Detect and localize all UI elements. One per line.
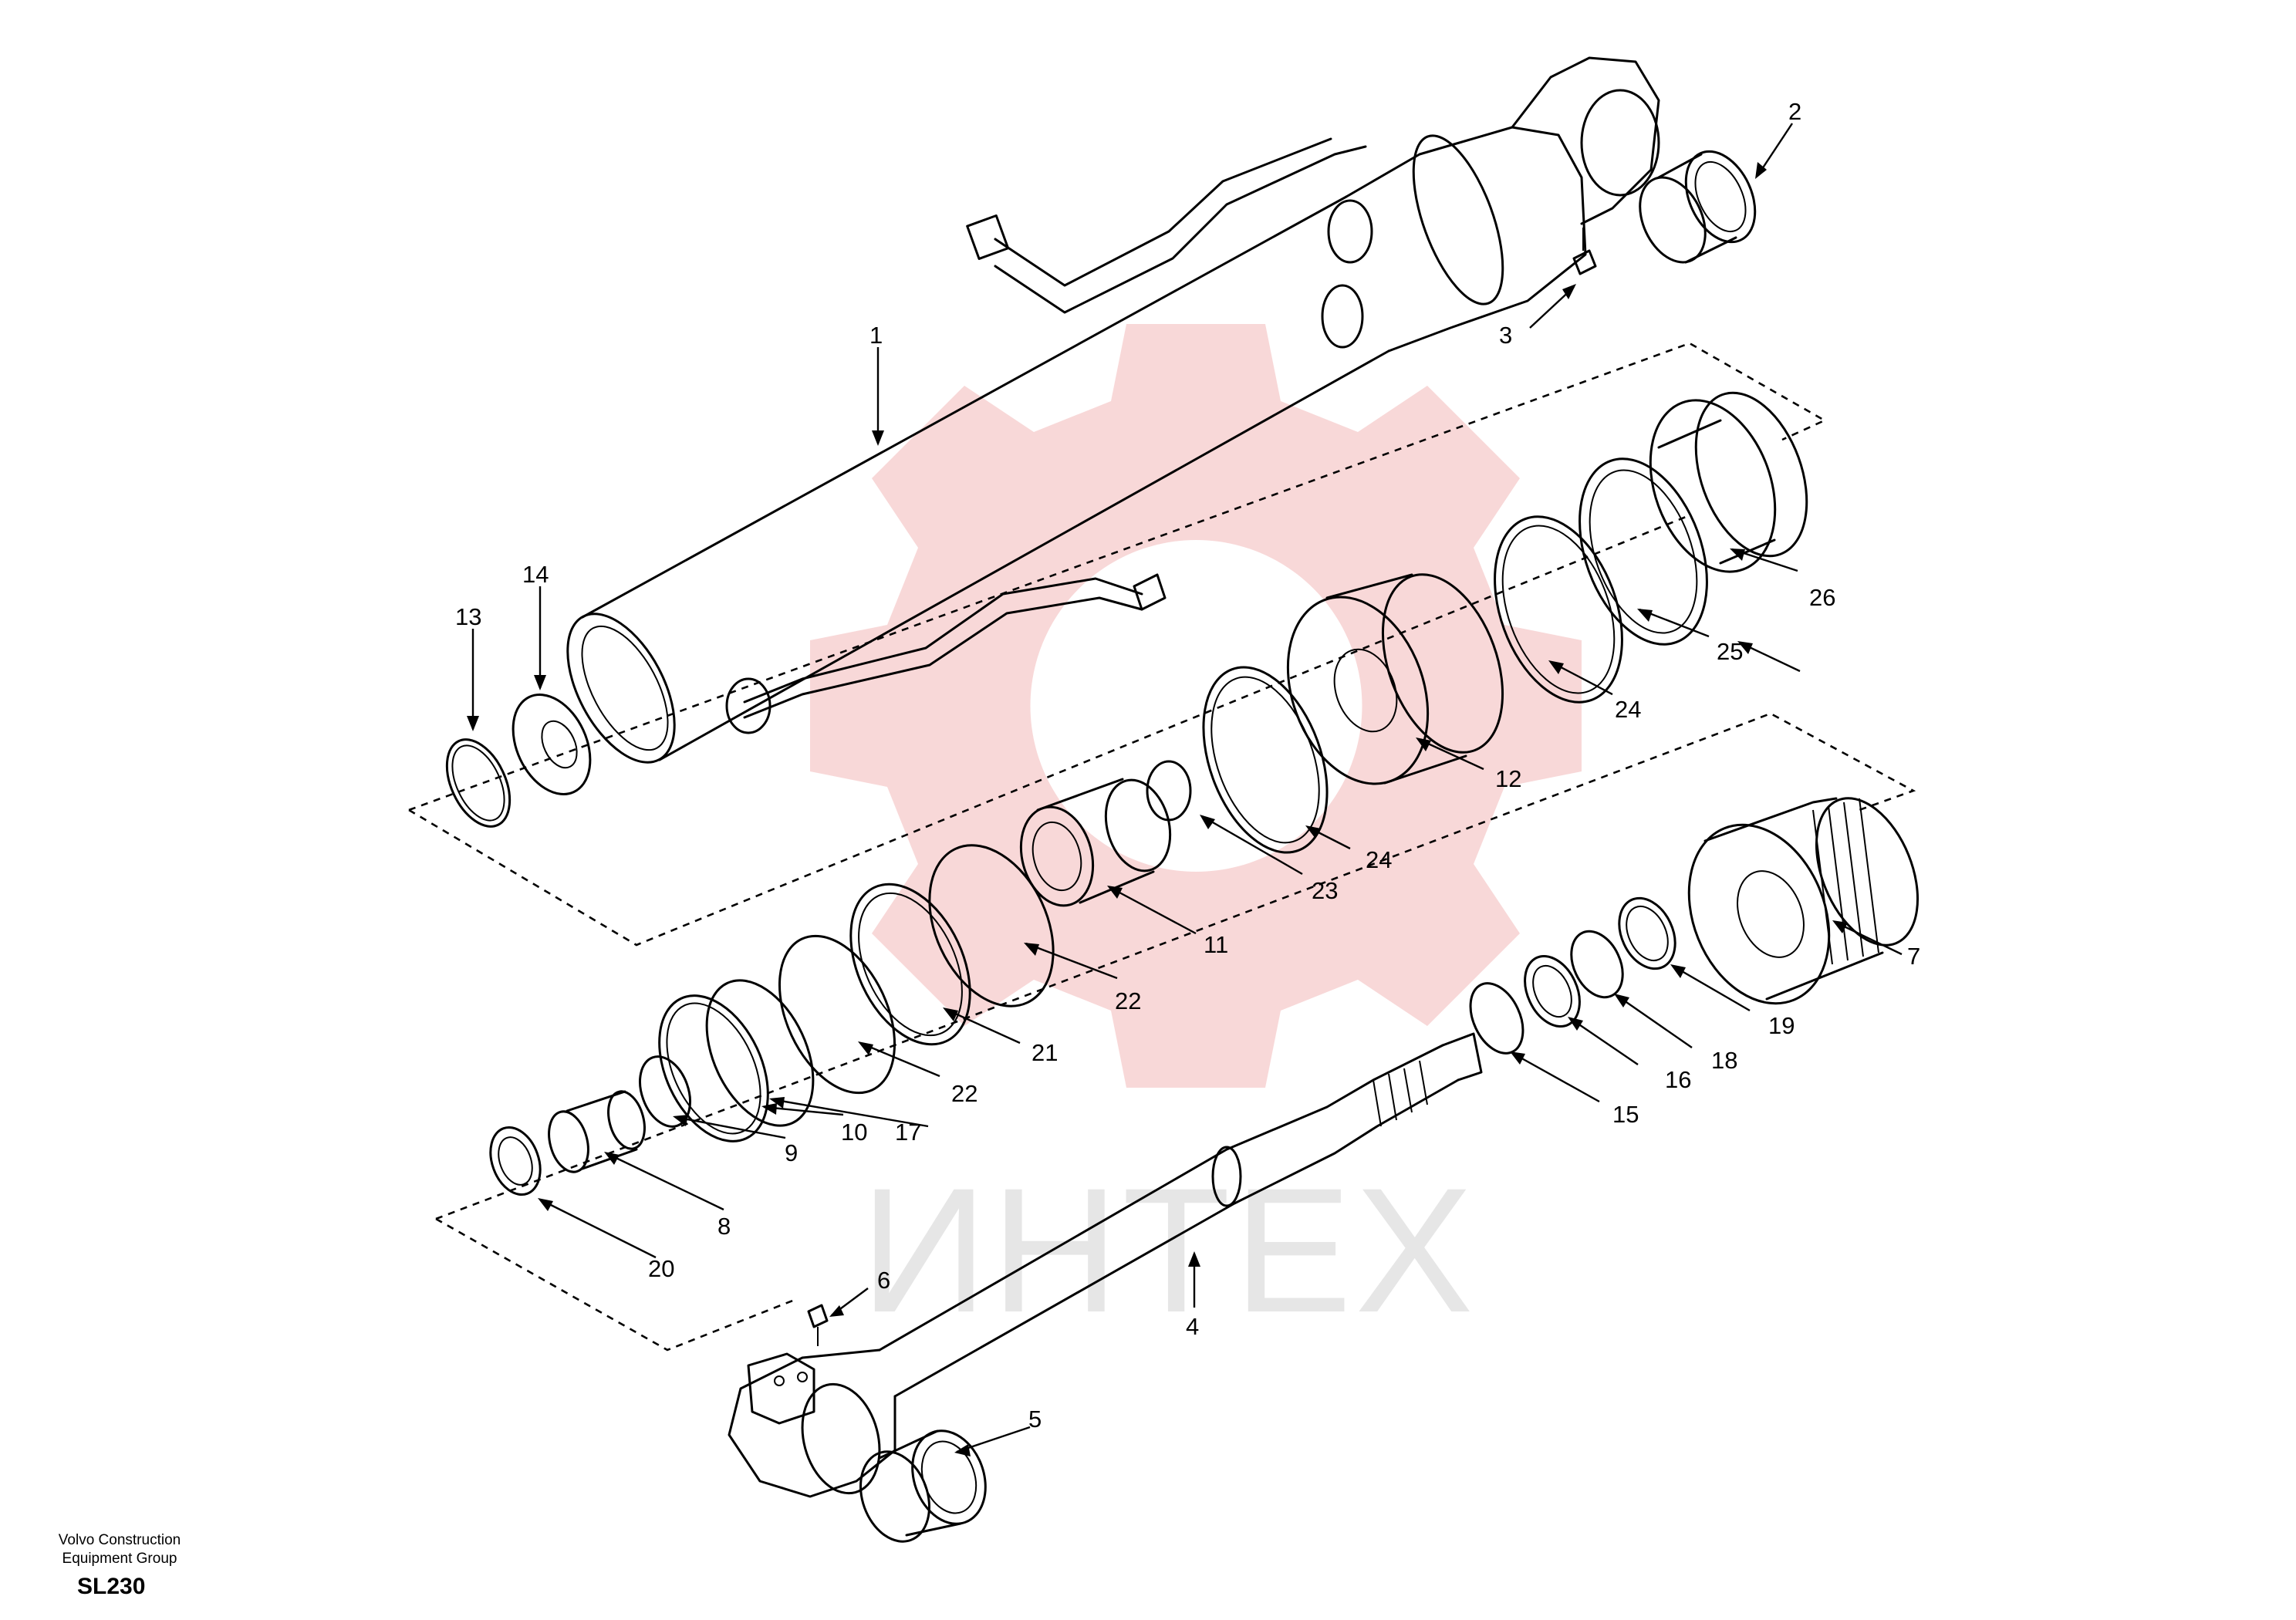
part-2-bushing xyxy=(1639,150,1757,264)
part-10-rod-seal xyxy=(658,994,769,1142)
part-13-snap-ring xyxy=(445,738,512,828)
callout-19: 19 xyxy=(1768,1012,1795,1039)
part-16-seal xyxy=(1524,954,1581,1028)
part-6-grease-nipple xyxy=(807,1304,829,1346)
part-3-grease-nipple xyxy=(1572,228,1597,275)
part-14-lock-nut xyxy=(512,694,592,795)
callout-13: 13 xyxy=(455,603,481,630)
part-9-snap-ring xyxy=(639,1055,691,1128)
part-4-piston-rod xyxy=(728,1032,1483,1498)
callout-1: 1 xyxy=(869,322,883,349)
callout-4: 4 xyxy=(1186,1313,1199,1340)
callout-11: 11 xyxy=(1204,931,1228,958)
dashed-group-outline-lower xyxy=(435,712,1916,1352)
part-26-bushing-ring xyxy=(1649,391,1808,573)
callout-14: 14 xyxy=(522,561,549,588)
callout-22-lower: 22 xyxy=(951,1080,977,1107)
callout-9: 9 xyxy=(785,1139,798,1166)
callout-7: 7 xyxy=(1907,943,1920,970)
callout-21: 21 xyxy=(1032,1039,1058,1066)
callout-24-upper: 24 xyxy=(1615,696,1641,723)
footer-company-line1: Volvo Construction xyxy=(58,1532,181,1548)
part-7-cylinder-head xyxy=(1687,797,1920,1005)
part-24-seal-ring-lower xyxy=(1202,666,1329,854)
part-24-seal-ring-upper xyxy=(1494,515,1623,704)
part-21-seal xyxy=(849,883,971,1046)
callout-23: 23 xyxy=(1312,877,1338,904)
part-19-buffer-ring xyxy=(1618,896,1676,970)
watermark-gear-logo xyxy=(810,324,1582,1088)
footer-model: SL230 xyxy=(77,1574,146,1599)
callout-10: 10 xyxy=(841,1119,867,1146)
part-5-bushing xyxy=(859,1429,987,1543)
part-20-dust-wiper xyxy=(489,1126,542,1196)
callout-22-upper: 22 xyxy=(1115,987,1141,1014)
callout-2: 2 xyxy=(1788,98,1801,125)
footer-company-line2: Equipment Group xyxy=(62,1551,177,1567)
dashed-group-outline-upper xyxy=(408,342,1827,947)
part-22-seal-ring-b xyxy=(778,934,896,1095)
callout-16: 16 xyxy=(1665,1066,1691,1093)
callout-3: 3 xyxy=(1499,322,1512,349)
callout-12: 12 xyxy=(1495,765,1521,792)
part-22-seal-ring-a xyxy=(928,844,1055,1007)
leader-lines xyxy=(471,123,1903,1453)
callout-8: 8 xyxy=(718,1213,731,1240)
callout-17: 17 xyxy=(895,1119,921,1146)
part-12-piston xyxy=(1286,573,1504,785)
callout-26: 26 xyxy=(1809,584,1835,611)
callout-15: 15 xyxy=(1612,1101,1639,1128)
callout-5: 5 xyxy=(1028,1406,1042,1433)
callout-18: 18 xyxy=(1711,1047,1737,1074)
part-17-back-up-ring xyxy=(705,979,815,1127)
callout-24-lower: 24 xyxy=(1366,846,1392,873)
part-8-bushing xyxy=(548,1090,646,1173)
callout-6: 6 xyxy=(877,1267,890,1294)
callout-25: 25 xyxy=(1717,638,1743,665)
watermark-text: ИНТЕХ xyxy=(860,1151,1477,1349)
footer-company: Volvo Construction Equipment Group xyxy=(31,1531,208,1568)
part-25-wear-ring xyxy=(1578,457,1708,646)
part-1-cylinder-tube xyxy=(566,56,1660,764)
part-15-snap-ring xyxy=(1469,982,1524,1055)
part-18-back-up-ring xyxy=(1570,930,1624,999)
callout-20: 20 xyxy=(648,1255,674,1282)
part-11-spacer xyxy=(1019,778,1172,907)
leader-arrowheads xyxy=(467,162,1848,1456)
